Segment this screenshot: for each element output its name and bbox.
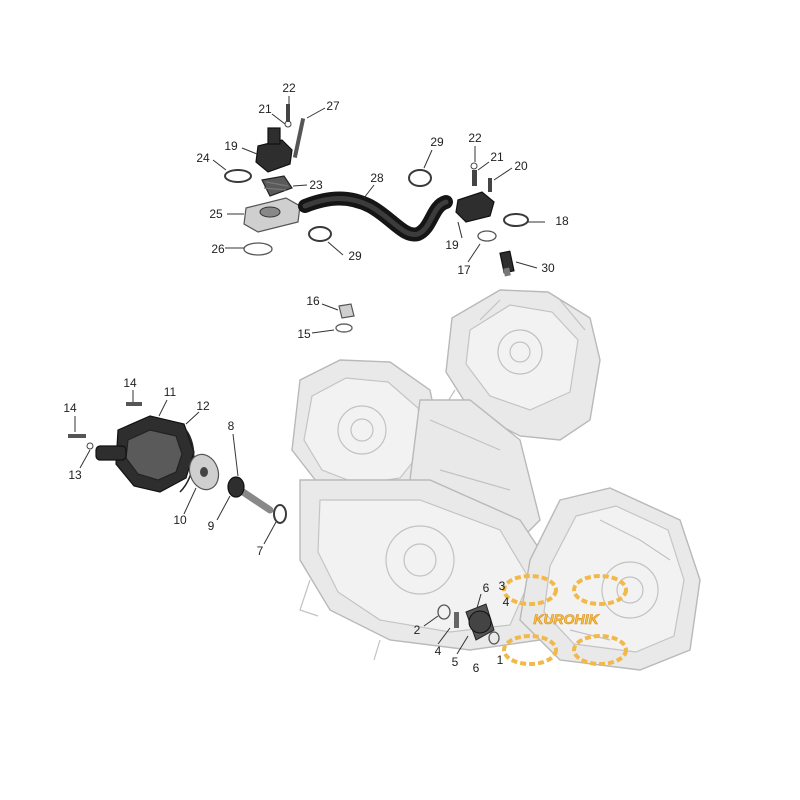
plug-16-and-seal-15 xyxy=(335,303,355,333)
thermostat-housing-left xyxy=(224,104,306,256)
leader-lines xyxy=(74,96,545,655)
callout-28: 28 xyxy=(370,171,384,185)
callout-14-top: 14 xyxy=(123,376,137,390)
water-pump-cover xyxy=(68,402,195,493)
callout-4-right: 4 xyxy=(503,595,510,609)
engine-block-ghost xyxy=(291,289,701,671)
callout-21-left: 21 xyxy=(258,102,272,116)
callout-1: 1 xyxy=(497,653,504,667)
callout-27: 27 xyxy=(326,99,340,113)
callout-25: 25 xyxy=(209,207,223,221)
callout-19-right: 19 xyxy=(445,238,459,252)
callout-labels: 22 21 27 19 24 23 28 29 25 26 29 22 21 2… xyxy=(63,81,569,675)
callout-17: 17 xyxy=(457,263,471,277)
callout-13: 13 xyxy=(68,468,82,482)
callout-22-left: 22 xyxy=(282,81,296,95)
callout-29-top: 29 xyxy=(430,135,444,149)
thermostat-housing-right xyxy=(455,162,529,277)
callout-8: 8 xyxy=(228,419,235,433)
callout-7: 7 xyxy=(257,544,264,558)
kurohik-watermark-logo: KUROHIK xyxy=(502,574,628,666)
callout-14-left: 14 xyxy=(63,401,77,415)
callout-30: 30 xyxy=(541,261,555,275)
coolant-hose-28 xyxy=(298,169,453,242)
callout-29-bottom: 29 xyxy=(348,249,362,263)
callout-4-left: 4 xyxy=(435,644,442,658)
callout-9: 9 xyxy=(208,519,215,533)
callout-5: 5 xyxy=(452,655,459,669)
callout-22-right: 22 xyxy=(468,131,482,145)
callout-20: 20 xyxy=(514,159,528,173)
callout-3: 3 xyxy=(499,579,506,593)
callout-2: 2 xyxy=(414,623,421,637)
callout-6-top: 6 xyxy=(483,581,490,595)
callout-11: 11 xyxy=(164,385,177,399)
callout-6-bottom: 6 xyxy=(473,661,480,675)
callout-12: 12 xyxy=(196,399,210,413)
callout-18: 18 xyxy=(555,214,569,228)
water-pump-impeller xyxy=(188,453,220,491)
watermark-text: KUROHIK xyxy=(533,611,599,627)
callout-19-left: 19 xyxy=(224,139,238,153)
callout-16: 16 xyxy=(306,294,320,308)
callout-21-right: 21 xyxy=(490,150,504,164)
callout-24: 24 xyxy=(196,151,210,165)
callout-10: 10 xyxy=(173,513,187,527)
callout-15: 15 xyxy=(297,327,311,341)
pump-drive-gear xyxy=(437,603,500,645)
callout-23: 23 xyxy=(309,178,323,192)
water-pump-shaft xyxy=(227,476,287,524)
callout-26: 26 xyxy=(211,242,225,256)
